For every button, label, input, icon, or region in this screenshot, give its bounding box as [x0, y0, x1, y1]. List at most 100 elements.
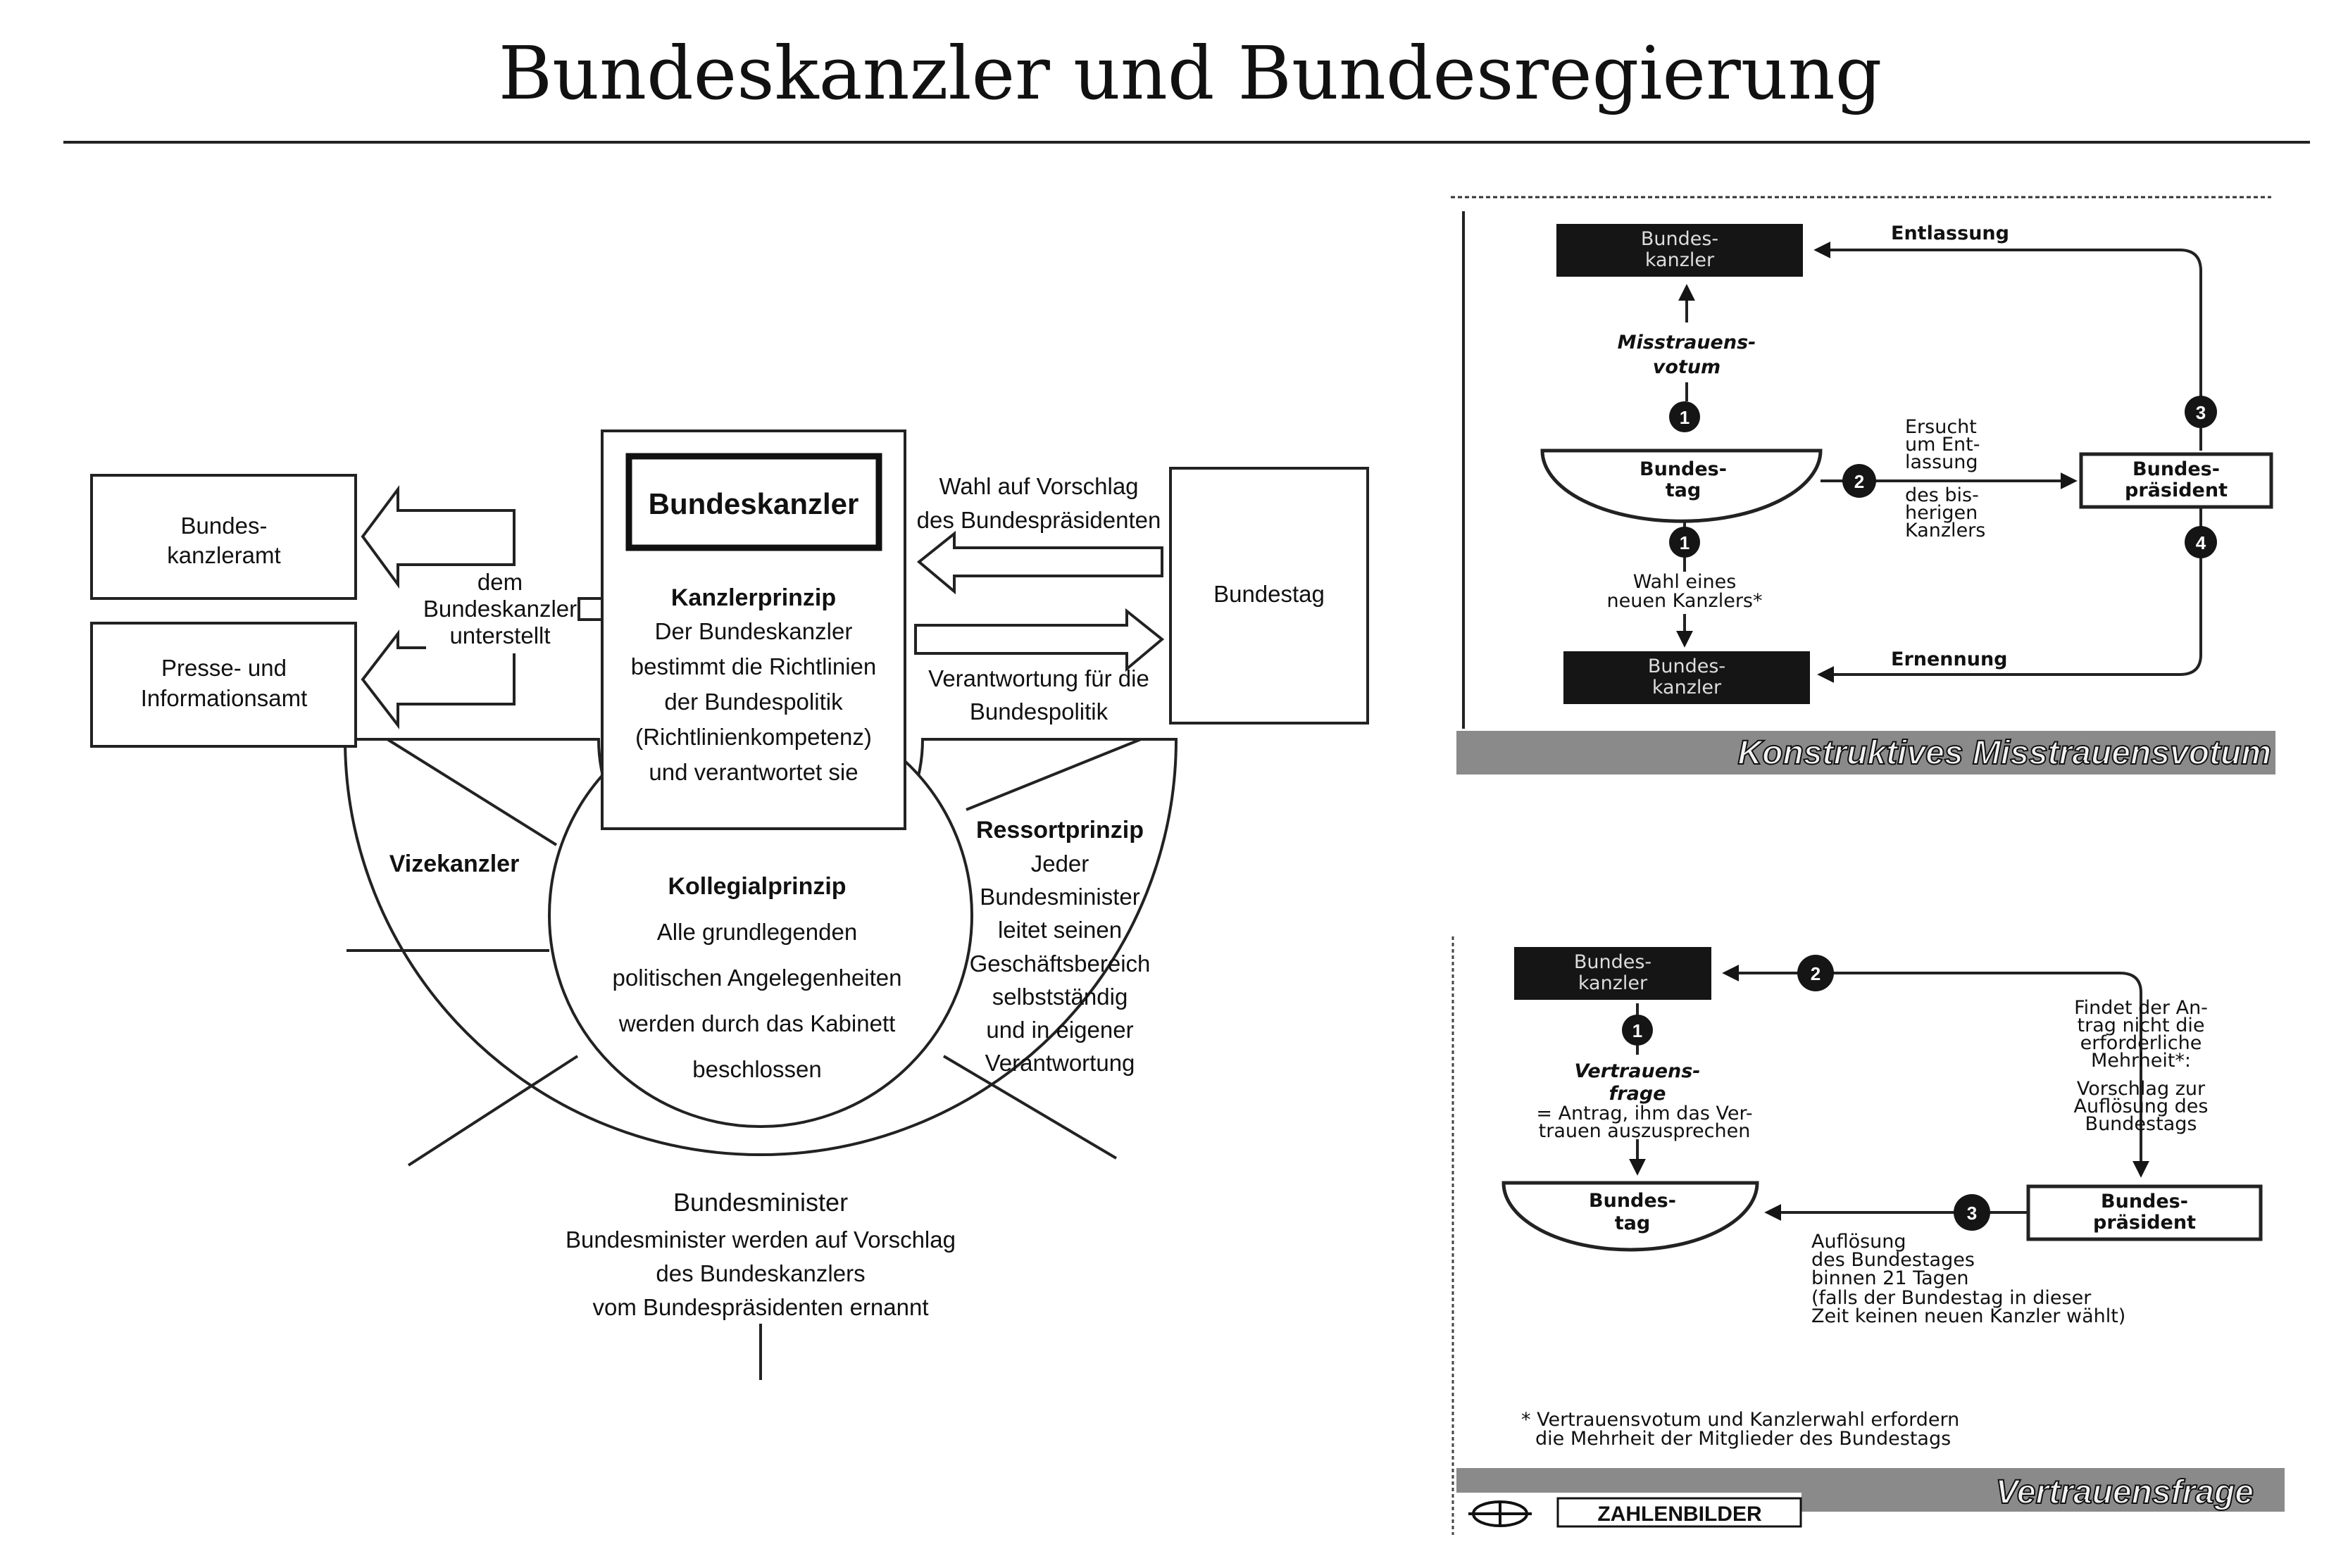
step-number: 2 [1854, 471, 1864, 492]
kollegial-line: werden durch das Kabinett [618, 1010, 896, 1036]
minister-line: des Bundeskanzlers [656, 1260, 865, 1286]
bundestag-box [1169, 467, 1369, 725]
ressort-line: Geschäftsbereich [970, 951, 1151, 977]
unterstellt-label: unterstellt [449, 622, 550, 648]
kanzleramt-label: kanzleramt [167, 542, 280, 568]
vertrauen-kanzler-label: kanzler [1578, 972, 1648, 994]
vertrauen-praesident-label: präsident [2093, 1212, 2196, 1234]
step-number: 3 [2196, 402, 2206, 423]
misstrauen-praesident-label: präsident [2125, 479, 2228, 501]
ersucht-label: um Ent- [1905, 434, 1980, 456]
ressort-line: Bundesminister [980, 884, 1139, 910]
step-badge [2185, 526, 2217, 558]
findet-label: erforderliche [2080, 1032, 2202, 1054]
vertrauen-panel: Bundes- kanzler 2 1 Vertrauens- frage = … [1451, 936, 2285, 1535]
unterstellt-label: dem [477, 569, 523, 595]
footnote-line: * Vertrauensvotum und Kanzlerwahl erford… [1521, 1409, 1959, 1431]
vertrauen-praesident [2026, 1184, 2263, 1241]
step-number: 4 [2196, 532, 2206, 553]
ressort-line: und in eigener [986, 1017, 1133, 1043]
findet-label: Findet der An- [2074, 997, 2208, 1019]
findet-label: Auflösung des [2074, 1096, 2209, 1117]
kollegial-line: Alle grundlegenden [657, 919, 857, 945]
footnote-line: die Mehrheit der Mitglieder des Bundesta… [1535, 1428, 1951, 1450]
bundestag-label: Bundestag [1213, 581, 1325, 607]
kanzlerprinzip-heading: Kanzlerprinzip [671, 584, 836, 611]
kanzlerprinzip-line: bestimmt die Richtlinien [631, 653, 876, 679]
misstrauen-panel: Bundes- kanzler Entlassung Misstrauens- … [1451, 196, 2275, 774]
step-number: 3 [1967, 1203, 1977, 1224]
ressort-heading: Ressortprinzip [976, 817, 1144, 843]
presseamt-box [90, 622, 357, 748]
presseamt-label: Presse- und [161, 655, 287, 681]
bisherigen-label: herigen [1905, 502, 1978, 524]
kanzlerprinzip-line: Der Bundeskanzler [655, 618, 853, 644]
votum-label: Misstrauens- [1618, 332, 1756, 353]
entlassung-arrow [1813, 242, 2202, 451]
minister-line: Bundesminister werden auf Vorschlag [566, 1227, 956, 1253]
step-number: 1 [1632, 1020, 1642, 1041]
kanzlerprinzip-line: (Richtlinienkompetenz) [635, 724, 872, 750]
misstrauen-kanzler-bottom-label: Bundes- [1648, 656, 1725, 677]
step-badge [1622, 1015, 1653, 1046]
vorschlag-arrow [1722, 965, 2142, 1165]
ressort-line: Jeder [1031, 851, 1089, 877]
wahl-label: des Bundespräsidenten [917, 507, 1161, 533]
vertrauen-kanzler-label: Bundes- [1574, 951, 1651, 973]
minister-line: vom Bundespräsidenten ernannt [593, 1294, 929, 1320]
misstrauen-praesident-label: Bundes- [2132, 458, 2220, 480]
vertrauen-frage-label: frage [1609, 1083, 1666, 1105]
kollegial-heading: Kollegialprinzip [668, 873, 846, 900]
ressort-line: leitet seinen [998, 917, 1122, 943]
misstrauen-kanzler-top [1556, 224, 1803, 277]
frage-bg [1493, 1055, 1803, 1139]
verantwortung-label: Verantwortung für die [928, 665, 1149, 691]
kanzleramt-label: Bundes- [181, 513, 268, 539]
ernennung-label: Ernennung [1891, 648, 2008, 670]
vertrauen-bundestag-label: tag [1615, 1212, 1650, 1234]
arrow-to-presseamt [361, 629, 516, 729]
misstrauen-bundestag-label: tag [1666, 479, 1701, 501]
vertrauen-praesident-label: Bundes- [2101, 1191, 2188, 1212]
misstrauen-kanzler-top-label: kanzler [1645, 249, 1715, 271]
vertrauen-caption: Vertrauensfrage [1996, 1474, 2254, 1511]
findet-label: trag nicht die [2078, 1015, 2205, 1036]
antrag-label: trauen auszusprechen [1539, 1120, 1751, 1142]
arrow-to-kanzleramt [361, 484, 516, 589]
aufloesung-label: (falls der Bundestag in dieser [1811, 1287, 2092, 1309]
misstrauen-kanzler-bottom [1563, 651, 1810, 704]
bisherigen-label: Kanzlers [1905, 520, 1985, 541]
page-title: Bundeskanzler und Bundesregierung [499, 30, 1882, 116]
unterstellt-bg [426, 569, 567, 653]
aufloesung-label: Auflösung [1811, 1231, 1906, 1253]
findet-label: Bundestags [2085, 1113, 2197, 1135]
vizekanzler-label: Vizekanzler [389, 851, 520, 877]
entlassung-label: Entlassung [1891, 222, 2009, 244]
connector-stub [577, 597, 604, 621]
vertrauen-bundestag [1501, 1181, 1759, 1252]
ersucht-label: Ersucht [1905, 416, 1977, 438]
misstrauen-caption-band [1456, 731, 2275, 774]
step-badge [1669, 401, 1700, 432]
step-number: 1 [1680, 532, 1690, 553]
step-badge [1954, 1194, 1990, 1231]
misstrauen-wahl-label: neuen Kanzlers* [1607, 590, 1763, 612]
misstrauen-kanzler-top-label: Bundes- [1641, 228, 1718, 250]
ressort-line: Verantwortung [985, 1050, 1135, 1076]
vertrauen-frage-label: Vertrauens- [1574, 1060, 1700, 1082]
verantwortung-arrow [914, 608, 1165, 672]
ernennung-arrow [1817, 507, 2202, 683]
step-number: 2 [1811, 963, 1821, 984]
kanzler-title: Bundeskanzler [649, 487, 859, 520]
brand-frame [1556, 1497, 1802, 1528]
divider-line [966, 738, 1142, 811]
wahl-label: Wahl auf Vorschlag [939, 473, 1138, 499]
step-badge [1842, 464, 1876, 498]
vertrauen-bundestag-label: Bundes- [1589, 1190, 1676, 1212]
step-number: 1 [1680, 407, 1690, 428]
step-badge [2185, 396, 2217, 428]
misstrauen-kanzler-bottom-label: kanzler [1652, 677, 1722, 698]
step-badge [1797, 955, 1834, 991]
presseamt-label: Informationsamt [141, 685, 308, 711]
minister-heading: Bundesminister [673, 1188, 848, 1217]
